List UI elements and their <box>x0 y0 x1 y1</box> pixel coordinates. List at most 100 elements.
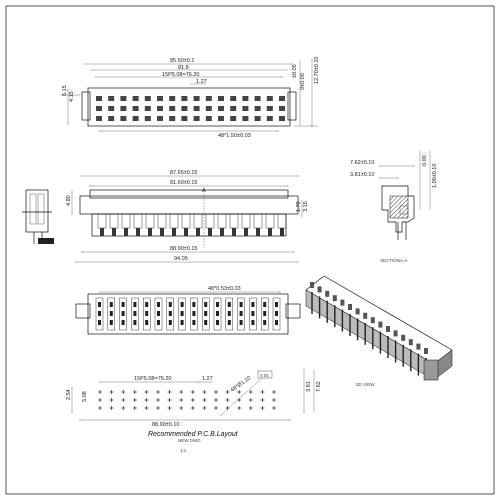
top-height-dim-2: 9±0.00 <box>300 73 306 90</box>
pcb-offset-dim: 1.27 <box>202 376 213 382</box>
bottom-contact-pad <box>157 320 160 325</box>
bottom-contact-pad <box>157 311 160 316</box>
bottom-contact-slot <box>95 297 104 331</box>
bottom-pitch-dim: 48*0.53±0.03 <box>208 286 241 292</box>
bottom-contact-slot <box>272 297 281 331</box>
bottom-contact-pad <box>98 320 101 325</box>
top-view: 85.50±0.1 81.8 15P5.08=76.20 1.27 48*1.5… <box>60 57 320 139</box>
bottom-contact-pad <box>133 311 137 316</box>
front-pin-tail <box>280 228 284 236</box>
bottom-contact-slot <box>142 297 151 331</box>
top-pin-cell <box>120 106 127 111</box>
iso-pin-head <box>370 317 375 324</box>
bottom-contact-slot <box>107 297 116 331</box>
top-pin-cell <box>205 96 212 101</box>
top-pin-cell <box>120 96 127 101</box>
pcb-overall-dim: 88.90±0.10 <box>152 422 180 428</box>
bottom-contact-slot <box>237 297 245 331</box>
bottom-contact-slot <box>249 297 257 331</box>
pcb-layout-footer: 1:1 <box>180 448 187 453</box>
top-view-right-ear <box>287 91 297 121</box>
top-pin-cell <box>181 106 188 111</box>
section-height-dim-1: 0.00 <box>422 155 428 166</box>
iso-front-face <box>305 289 435 381</box>
bottom-contact-pad <box>239 320 243 325</box>
bottom-contact-pad <box>192 320 196 325</box>
bottom-contact-pad <box>168 311 172 316</box>
top-pin-cell <box>193 116 200 121</box>
iso-pin-head <box>408 339 413 346</box>
bottom-contact-slot <box>166 297 175 331</box>
bottom-contact-pad <box>263 311 267 316</box>
front-inner-dim: 81.60±0.15 <box>170 180 198 186</box>
bottom-contact-pad <box>263 320 267 325</box>
front-pin-tail <box>172 228 176 236</box>
pcb-tolerance-box: 0.05 <box>260 373 269 378</box>
bottom-contact-pad <box>275 302 278 307</box>
front-pin-slot <box>217 213 227 229</box>
bottom-contact-pad <box>145 320 149 325</box>
bottom-contact-pad <box>145 302 149 307</box>
bottom-contact-pad <box>192 302 196 307</box>
iso-pin-head <box>363 312 368 319</box>
top-pin-cell <box>266 116 273 121</box>
bottom-contact-pad <box>227 311 231 316</box>
top-pin-cell <box>242 116 249 121</box>
top-pin-cell <box>157 116 163 121</box>
front-pin-slot <box>145 213 155 229</box>
bottom-contact-pad <box>180 320 184 325</box>
pcb-right-dim-2: 7.62 <box>316 381 322 392</box>
pcb-layout-view: 15P5.08=76.20 1.27 48*Ø1.10 0.05 2.54 5.… <box>66 369 322 453</box>
iso-pin-head <box>325 290 330 297</box>
iso-pin-head <box>416 343 421 350</box>
top-height-dim-3: 12.70±0.10 <box>314 57 320 85</box>
front-pin-tail <box>112 228 116 236</box>
bottom-contact-pad <box>109 311 113 316</box>
bottom-contact-pad <box>145 311 149 316</box>
top-pin-cell <box>144 96 151 101</box>
front-overall-dim: 87.65±0.15 <box>170 170 198 176</box>
pcb-right-dim-1: 3.81 <box>306 381 312 392</box>
pcb-layout-subtitle: NEW DWG <box>178 438 201 443</box>
bottom-contact-slot <box>154 297 163 331</box>
bottom-contact-pad <box>109 320 113 325</box>
top-pitch-span-dim: 15P5.08=76.20 <box>162 72 199 78</box>
top-left-dim-1: 6.15 <box>62 85 68 96</box>
top-pin-cell <box>254 96 261 101</box>
top-pin-cell <box>144 116 151 121</box>
top-pin-cell <box>205 116 212 121</box>
front-view: 87.65±0.15 81.60±0.15 A 88.90±0.15 94.05… <box>66 170 309 263</box>
front-pin-slot <box>109 213 119 229</box>
bottom-contact-pad <box>168 320 172 325</box>
top-pin-cell <box>242 96 249 101</box>
front-bottom-inner-dim: 88.90±0.15 <box>170 246 198 252</box>
top-inner-dim: 81.8 <box>178 65 189 71</box>
iso-pin-head <box>378 321 383 328</box>
top-pin-cell <box>242 106 249 111</box>
iso-pin-head <box>317 286 322 293</box>
bottom-view-body <box>87 293 289 335</box>
bottom-contact-pad <box>216 311 219 316</box>
front-section-marker: A <box>202 188 206 194</box>
front-pin-slot <box>277 213 287 229</box>
bottom-view-contacts <box>95 297 281 331</box>
bottom-contact-slot <box>261 297 269 331</box>
front-pin-tail <box>100 228 104 236</box>
bottom-contact-pad <box>239 302 243 307</box>
iso-pin-head <box>340 299 345 306</box>
bottom-contact-pad <box>204 311 208 316</box>
top-offset-dim: 1.27 <box>196 79 207 85</box>
side-view-body <box>25 189 49 233</box>
bottom-contact-slot <box>131 297 139 331</box>
bottom-contact-slot <box>225 297 234 331</box>
iso-view: 3D VIEW <box>305 275 453 387</box>
bottom-contact-slot <box>190 297 198 331</box>
front-pin-slot <box>97 213 107 229</box>
front-pin-tail <box>220 228 224 236</box>
top-pin-cell <box>218 116 224 121</box>
section-height-dim-2: 1.00±0.10 <box>432 164 438 188</box>
front-pin-tail <box>256 228 260 236</box>
top-pin-cell <box>193 106 200 111</box>
top-pin-cell <box>144 106 151 111</box>
front-pin-slot <box>157 213 167 229</box>
